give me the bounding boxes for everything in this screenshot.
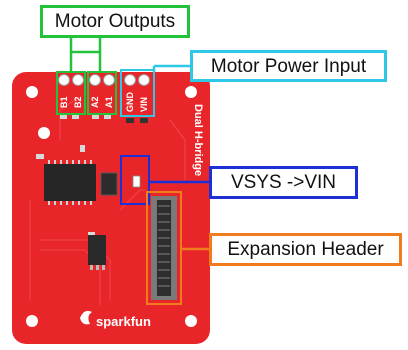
pad [103,74,115,86]
regulator [88,235,106,270]
mounting-hole [185,86,197,98]
pin-label-b1: B1 [59,96,69,108]
motor-outputs-callout: Motor Outputs [40,5,190,38]
pad [58,74,70,86]
expansion-header-callout: Expansion Header [209,233,402,266]
pin-label-a1: A1 [104,96,114,108]
mounting-hole [26,86,38,98]
vsys-jumper [132,175,141,188]
driver-ic [44,160,96,205]
expansion-connector [151,196,177,300]
motor-power-input-callout: Motor Power Input [190,50,387,82]
motor-power-input-label: Motor Power Input [210,55,367,77]
pin-labels: B1 B2 A2 A1 GND VIN [59,92,149,113]
motor-outputs-label: Motor Outputs [54,11,176,32]
mounting-hole [38,127,50,139]
vsys-vin-callout: VSYS ->VIN [209,166,358,199]
pad [124,74,136,86]
mounting-hole [185,315,197,327]
pad [138,74,150,86]
expansion-header-label: Expansion Header [227,239,384,260]
motor-power-highlight [120,69,155,117]
capacitor [100,172,118,196]
motor-outputs-leaders [69,38,102,72]
pin-label-gnd: GND [125,92,135,113]
mounting-hole [26,315,38,327]
pad [72,74,84,86]
pad [89,74,101,86]
vsys-highlight [120,155,150,205]
brand-logo-text: sparkfun [96,314,151,329]
motor-outputs-box-a [87,71,117,115]
smd-components [36,114,148,237]
pin-label-b2: B2 [73,96,83,108]
vsys-vin-label: VSYS ->VIN [230,172,337,193]
pin-label-a2: A2 [90,96,100,108]
header-pads [58,74,150,86]
pin-label-vin: VIN [139,97,149,112]
board-side-text: Dual H-bridge [192,104,204,176]
mounting-holes [26,86,197,327]
sparkfun-logo-icon [80,310,92,325]
